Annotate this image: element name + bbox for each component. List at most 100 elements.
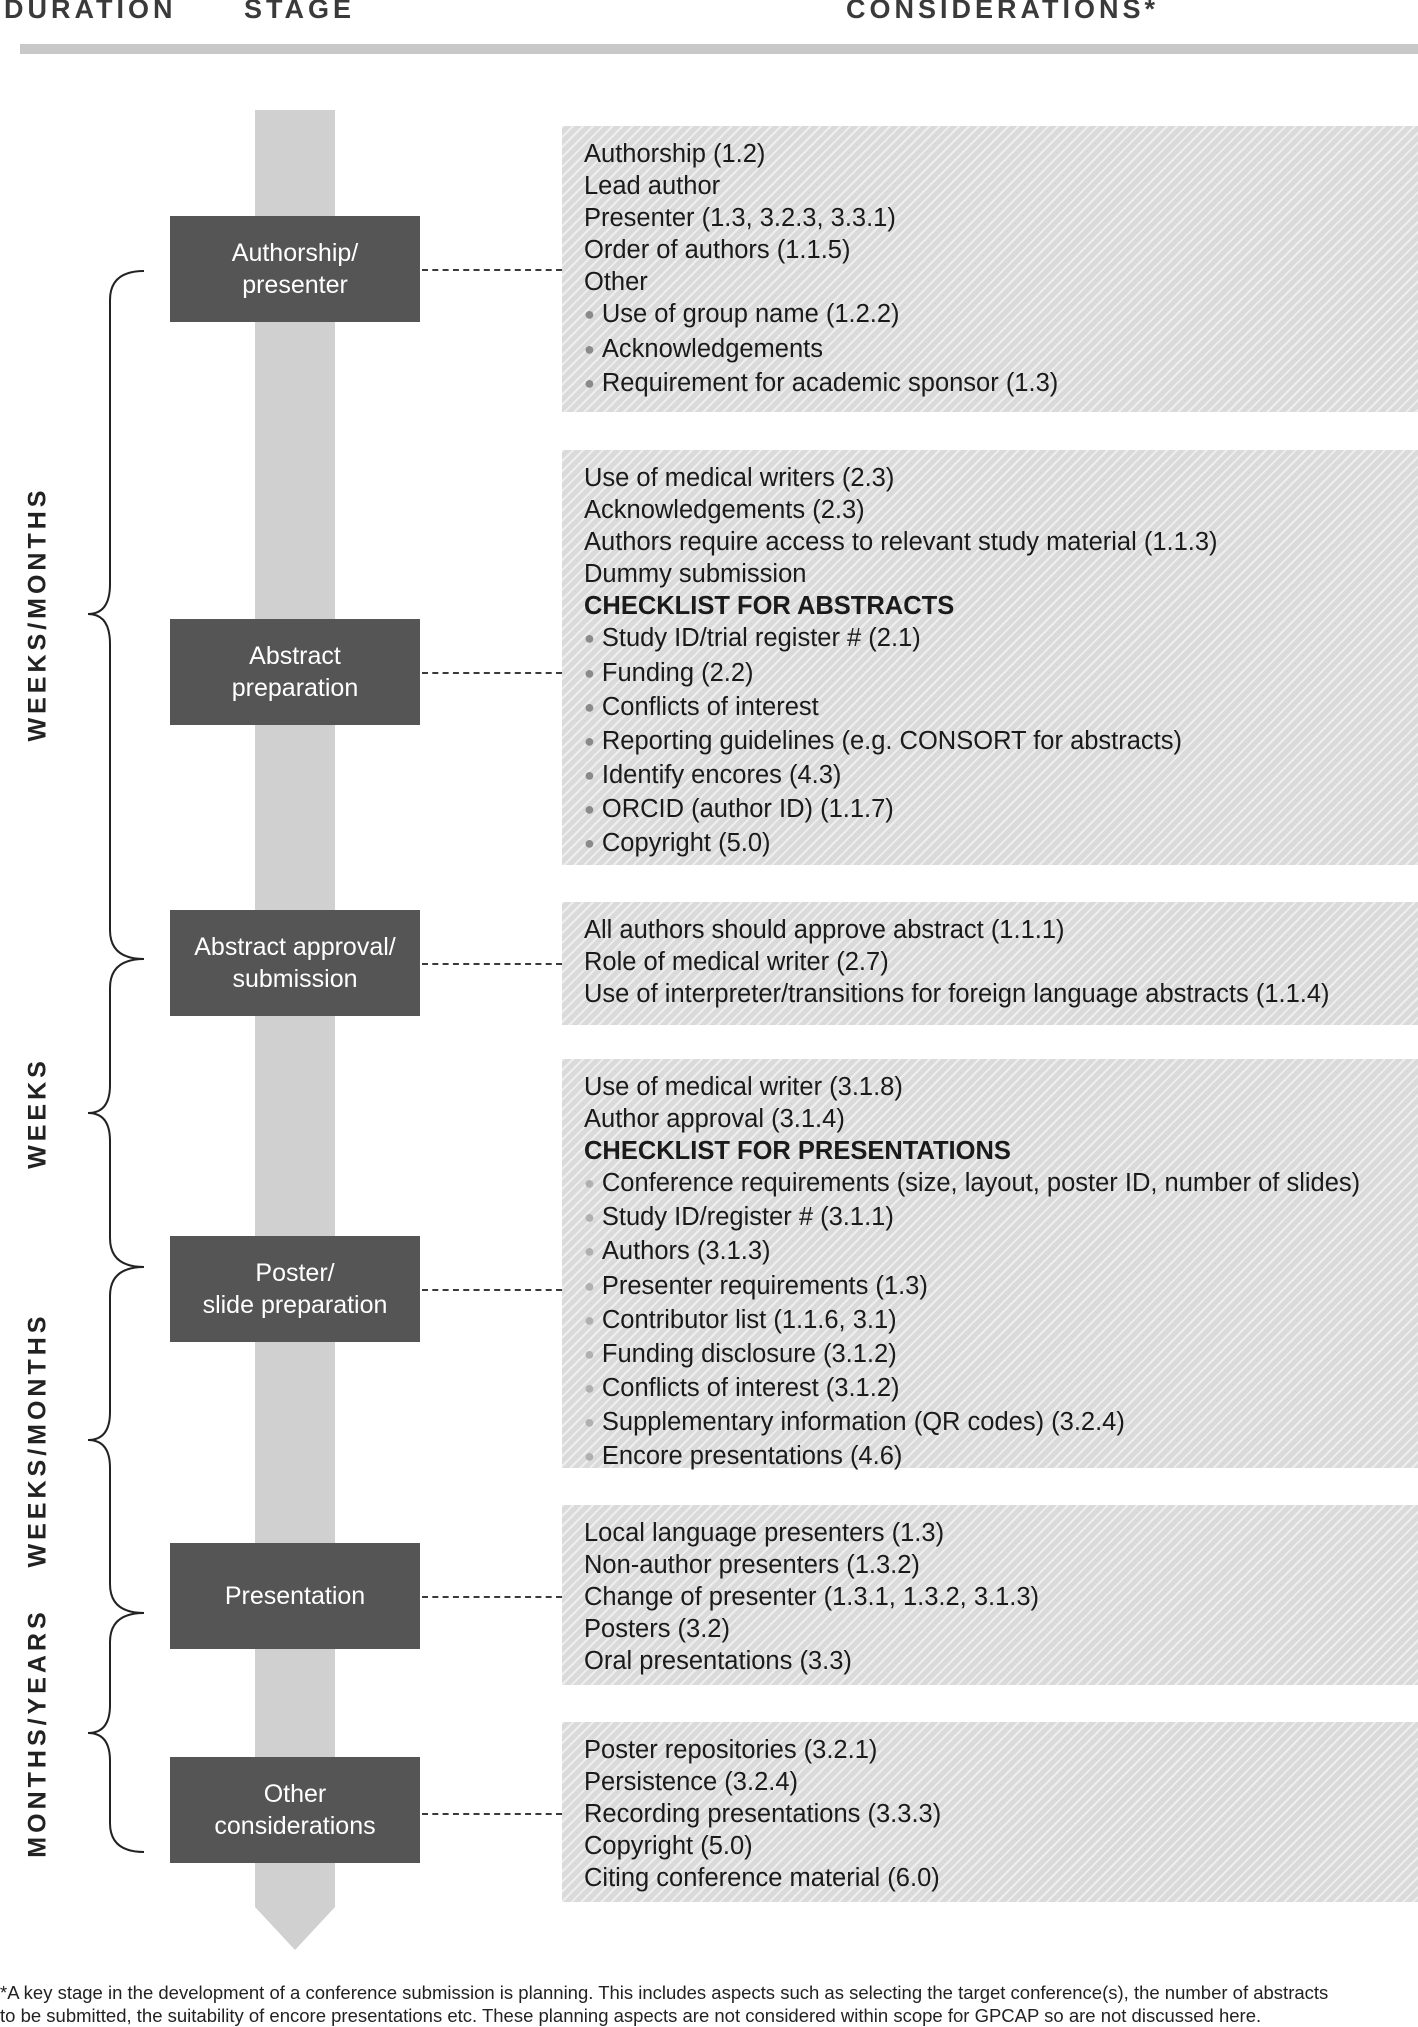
bullet-icon: ●	[584, 1411, 595, 1432]
consideration-bullet-item: ● Supplementary information (QR codes) (3…	[584, 1406, 1418, 1440]
consideration-item: Use of interpreter/transitions for forei…	[584, 978, 1418, 1010]
consideration-item: Oral presentations (3.3)	[584, 1645, 1418, 1677]
consideration-item: Change of presenter (1.3.1, 1.3.2, 3.1.3…	[584, 1581, 1418, 1613]
consideration-text: Local language presenters (1.3)	[584, 1519, 945, 1547]
consideration-item: Authorship (1.2)	[584, 138, 1418, 170]
footnote: *A key stage in the development of a con…	[0, 1981, 1418, 2027]
consideration-text: Authors require access to relevant study…	[584, 528, 1218, 557]
consideration-item: Order of authors (1.1.5)	[584, 234, 1418, 266]
stage-box-abstract-approval: Abstract approval/ submission	[170, 910, 420, 1016]
consideration-text: Oral presentations (3.3)	[584, 1647, 852, 1676]
stage-label: Abstract preparation	[231, 642, 359, 702]
bullet-icon: ●	[584, 662, 595, 683]
stage-label: Presentation	[224, 1582, 366, 1610]
consideration-text: Conference requirements (size, layout, p…	[601, 1169, 1361, 1198]
header-considerations: CONSIDERATIONS*	[846, 0, 1160, 24]
stage-box-poster-preparation: Poster/ slide preparation	[170, 1236, 420, 1342]
stage-label: Other considerations	[214, 1780, 376, 1840]
consideration-text: Presenter requirements (1.3)	[601, 1271, 928, 1300]
header-duration: DURATION	[4, 0, 177, 24]
checklist-heading: CHECKLIST FOR PRESENTATIONS	[584, 1135, 1418, 1167]
bullet-icon: ●	[584, 372, 595, 393]
stage-label: Poster/ slide preparation	[202, 1259, 388, 1319]
stage-label: Authorship/ presenter	[231, 239, 359, 299]
stage-label: Abstract approval/ submission	[194, 933, 396, 993]
header-divider	[20, 44, 1418, 54]
consideration-text: Copyright (5.0)	[584, 1832, 753, 1861]
footnote-line: to be submitted, the suitability of enco…	[0, 2005, 1262, 2026]
consideration-text: Lead author	[584, 172, 721, 201]
consideration-bullet-item: ● Use of group name (1.2.2)	[584, 298, 1418, 332]
consideration-text: Acknowledgements	[601, 334, 823, 363]
consideration-text: Use of group name (1.2.2)	[601, 300, 900, 329]
consideration-bullet-item: ●Requirement for academic sponsor (1.3)	[584, 367, 1418, 401]
consideration-text: Poster repositories (3.2.1)	[584, 1736, 878, 1764]
consideration-item: Author approval (3.1.4)	[584, 1103, 1418, 1135]
duration-label: WEEKS/MONTHS	[23, 486, 52, 742]
consideration-item: All authors should approve abstract (1.1…	[584, 914, 1418, 946]
consideration-text: Funding (2.2)	[601, 658, 754, 687]
consideration-text: Authors (3.1.3)	[601, 1237, 771, 1266]
consideration-text: Authorship (1.2)	[584, 140, 766, 168]
connector-line	[422, 1596, 562, 1598]
bullet-icon: ●	[584, 304, 595, 325]
timeline-arrow	[255, 110, 335, 1950]
consideration-text: CHECKLIST FOR ABSTRACTS	[584, 592, 955, 621]
bullet-icon: ●	[584, 798, 595, 819]
bullet-icon: ●	[584, 1446, 595, 1467]
consideration-text: Study ID/trial register # (2.1)	[601, 624, 921, 653]
considerations-box-poster-preparation: Use of medical writer (3.1.8)Author appr…	[562, 1059, 1418, 1470]
consideration-text: CHECKLIST FOR PRESENTATIONS	[584, 1137, 1011, 1166]
consideration-text: Acknowledgements (2.3)	[584, 496, 865, 525]
consideration-item: Copyright (5.0)	[584, 1830, 1418, 1862]
bullet-icon: ●	[584, 1241, 595, 1262]
bullet-icon: ●	[584, 1275, 595, 1296]
consideration-item: Role of medical writer (2.7)	[584, 946, 1418, 978]
consideration-text: Use of medical writers (2.3)	[584, 464, 895, 492]
consideration-text: Supplementary information (QR codes) (3.…	[601, 1407, 1125, 1436]
consideration-text: Funding disclosure (3.1.2)	[601, 1339, 897, 1368]
consideration-item: Dummy submission	[584, 558, 1418, 590]
bullet-icon: ●	[584, 1377, 595, 1398]
bullet-icon: ●	[584, 1343, 595, 1364]
consideration-text: All authors should approve abstract (1.1…	[584, 916, 1065, 944]
header-stage: STAGE	[244, 0, 356, 24]
consideration-text: Recording presentations (3.3.3)	[584, 1800, 942, 1829]
consideration-bullet-item: ● Funding (2.2)	[584, 657, 1418, 691]
stage-box-abstract-preparation: Abstract preparation	[170, 619, 420, 725]
consideration-text: Posters (3.2)	[584, 1615, 730, 1644]
consideration-item: Non-author presenters (1.3.2)	[584, 1549, 1418, 1581]
consideration-text: Identify encores (4.3)	[601, 760, 842, 789]
consideration-text: Persistence (3.2.4)	[584, 1768, 799, 1797]
consideration-item: Other	[584, 266, 1418, 298]
consideration-bullet-item: ●Contributor list (1.1.6, 3.1)	[584, 1304, 1418, 1338]
consideration-text: Non-author presenters (1.3.2)	[584, 1551, 920, 1580]
connector-line	[422, 269, 562, 271]
connector-line	[422, 1289, 562, 1291]
considerations-box-abstract-preparation: Use of medical writers (2.3) Acknowledgem…	[562, 450, 1418, 865]
consideration-bullet-item: ● Authors (3.1.3)	[584, 1235, 1418, 1269]
consideration-text: Presenter (1.3, 3.2.3, 3.3.1)	[584, 204, 896, 233]
bullet-icon: ●	[584, 1173, 595, 1194]
bullet-icon: ●	[584, 833, 595, 854]
consideration-item: Use of medical writers (2.3)	[584, 462, 1418, 494]
consideration-bullet-item: ●Copyright (5.0)	[584, 827, 1418, 861]
consideration-bullet-item: ●Study ID/trial register # (2.1)	[584, 622, 1418, 656]
duration-label: WEEKS/MONTHS	[23, 1312, 52, 1568]
bullet-icon: ●	[584, 1207, 595, 1228]
consideration-bullet-item: ● Funding disclosure (3.1.2)	[584, 1338, 1418, 1372]
connector-line	[422, 672, 562, 674]
consideration-text: Order of authors (1.1.5)	[584, 236, 851, 265]
consideration-text: Study ID/register # (3.1.1)	[601, 1203, 894, 1232]
stage-box-other: Other considerations	[170, 1757, 420, 1863]
considerations-box-abstract-approval: All authors should approve abstract (1.1…	[562, 902, 1418, 1025]
consideration-item: Recording presentations (3.3.3)	[584, 1798, 1418, 1830]
consideration-item: Persistence (3.2.4)	[584, 1766, 1418, 1798]
consideration-text: Author approval (3.1.4)	[584, 1105, 845, 1134]
consideration-text: Conflicts of interest (3.1.2)	[601, 1373, 900, 1402]
consideration-bullet-item: ● Conflicts of interest (3.1.2)	[584, 1372, 1418, 1406]
consideration-item: Use of medical writer (3.1.8)	[584, 1071, 1418, 1103]
considerations-box-presentation: Local language presenters (1.3) Non-autho…	[562, 1505, 1418, 1685]
bullet-icon: ●	[584, 696, 595, 717]
